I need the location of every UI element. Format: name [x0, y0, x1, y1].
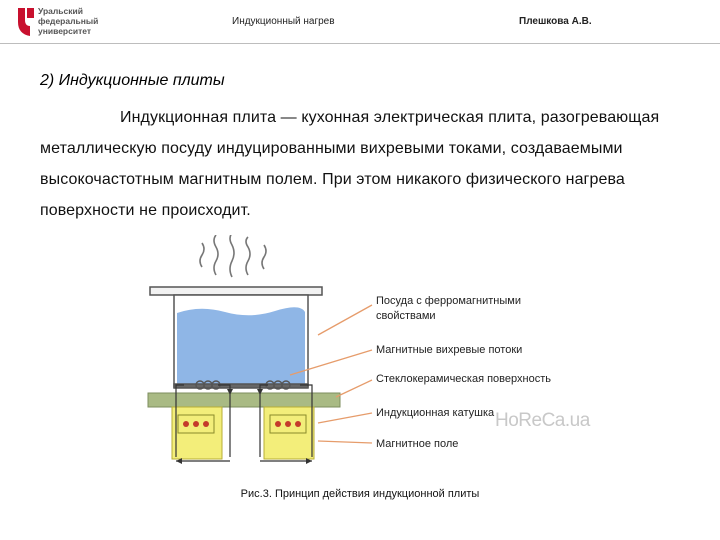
figure-caption: Рис.3. Принцип действия индукционной пли…: [240, 488, 480, 500]
diagram-drawing: [147, 235, 373, 464]
header-subject: Индукционный нагрев: [232, 16, 335, 27]
label-magnetic-field: Магнитное поле: [376, 438, 459, 450]
pot: [149, 286, 323, 389]
magnetic-field-lines: [175, 384, 313, 462]
label-cookware-text: Посуда с ферромагнитными свойствами: [376, 295, 521, 322]
label-induction-coil: Индукционная катушка: [376, 407, 495, 419]
section-title: 2) Индукционные плиты: [40, 72, 225, 89]
glass-ceramic-surface: [147, 392, 341, 408]
induction-coil-left: [171, 406, 223, 460]
label-cookware: Посуда с ферромагнитными свойствами: [376, 294, 521, 324]
steam-icon: [199, 235, 267, 278]
university-logo: Уральский федеральный университет: [16, 6, 126, 40]
urfu-emblem-icon: [18, 8, 34, 36]
field-arrow-icon: [176, 389, 312, 464]
label-eddy-currents: Магнитные вихревые потоки: [376, 344, 523, 356]
pointer-lines: [289, 304, 373, 444]
induction-cooker-diagram: Посуда с ферромагнитными свойствами Магн…: [140, 235, 610, 470]
label-glass-ceramic: Стеклокерамическая поверхность: [376, 373, 551, 385]
watermark-logo: HoReCa.ua: [495, 410, 590, 431]
header-author: Плешкова А.В.: [519, 16, 592, 27]
induction-coil-right: [263, 406, 315, 460]
header-divider: [0, 43, 720, 44]
logo-text: Уральский федеральный университет: [38, 6, 99, 36]
section-paragraph: Индукционная плита — кухонная электричес…: [40, 109, 660, 219]
